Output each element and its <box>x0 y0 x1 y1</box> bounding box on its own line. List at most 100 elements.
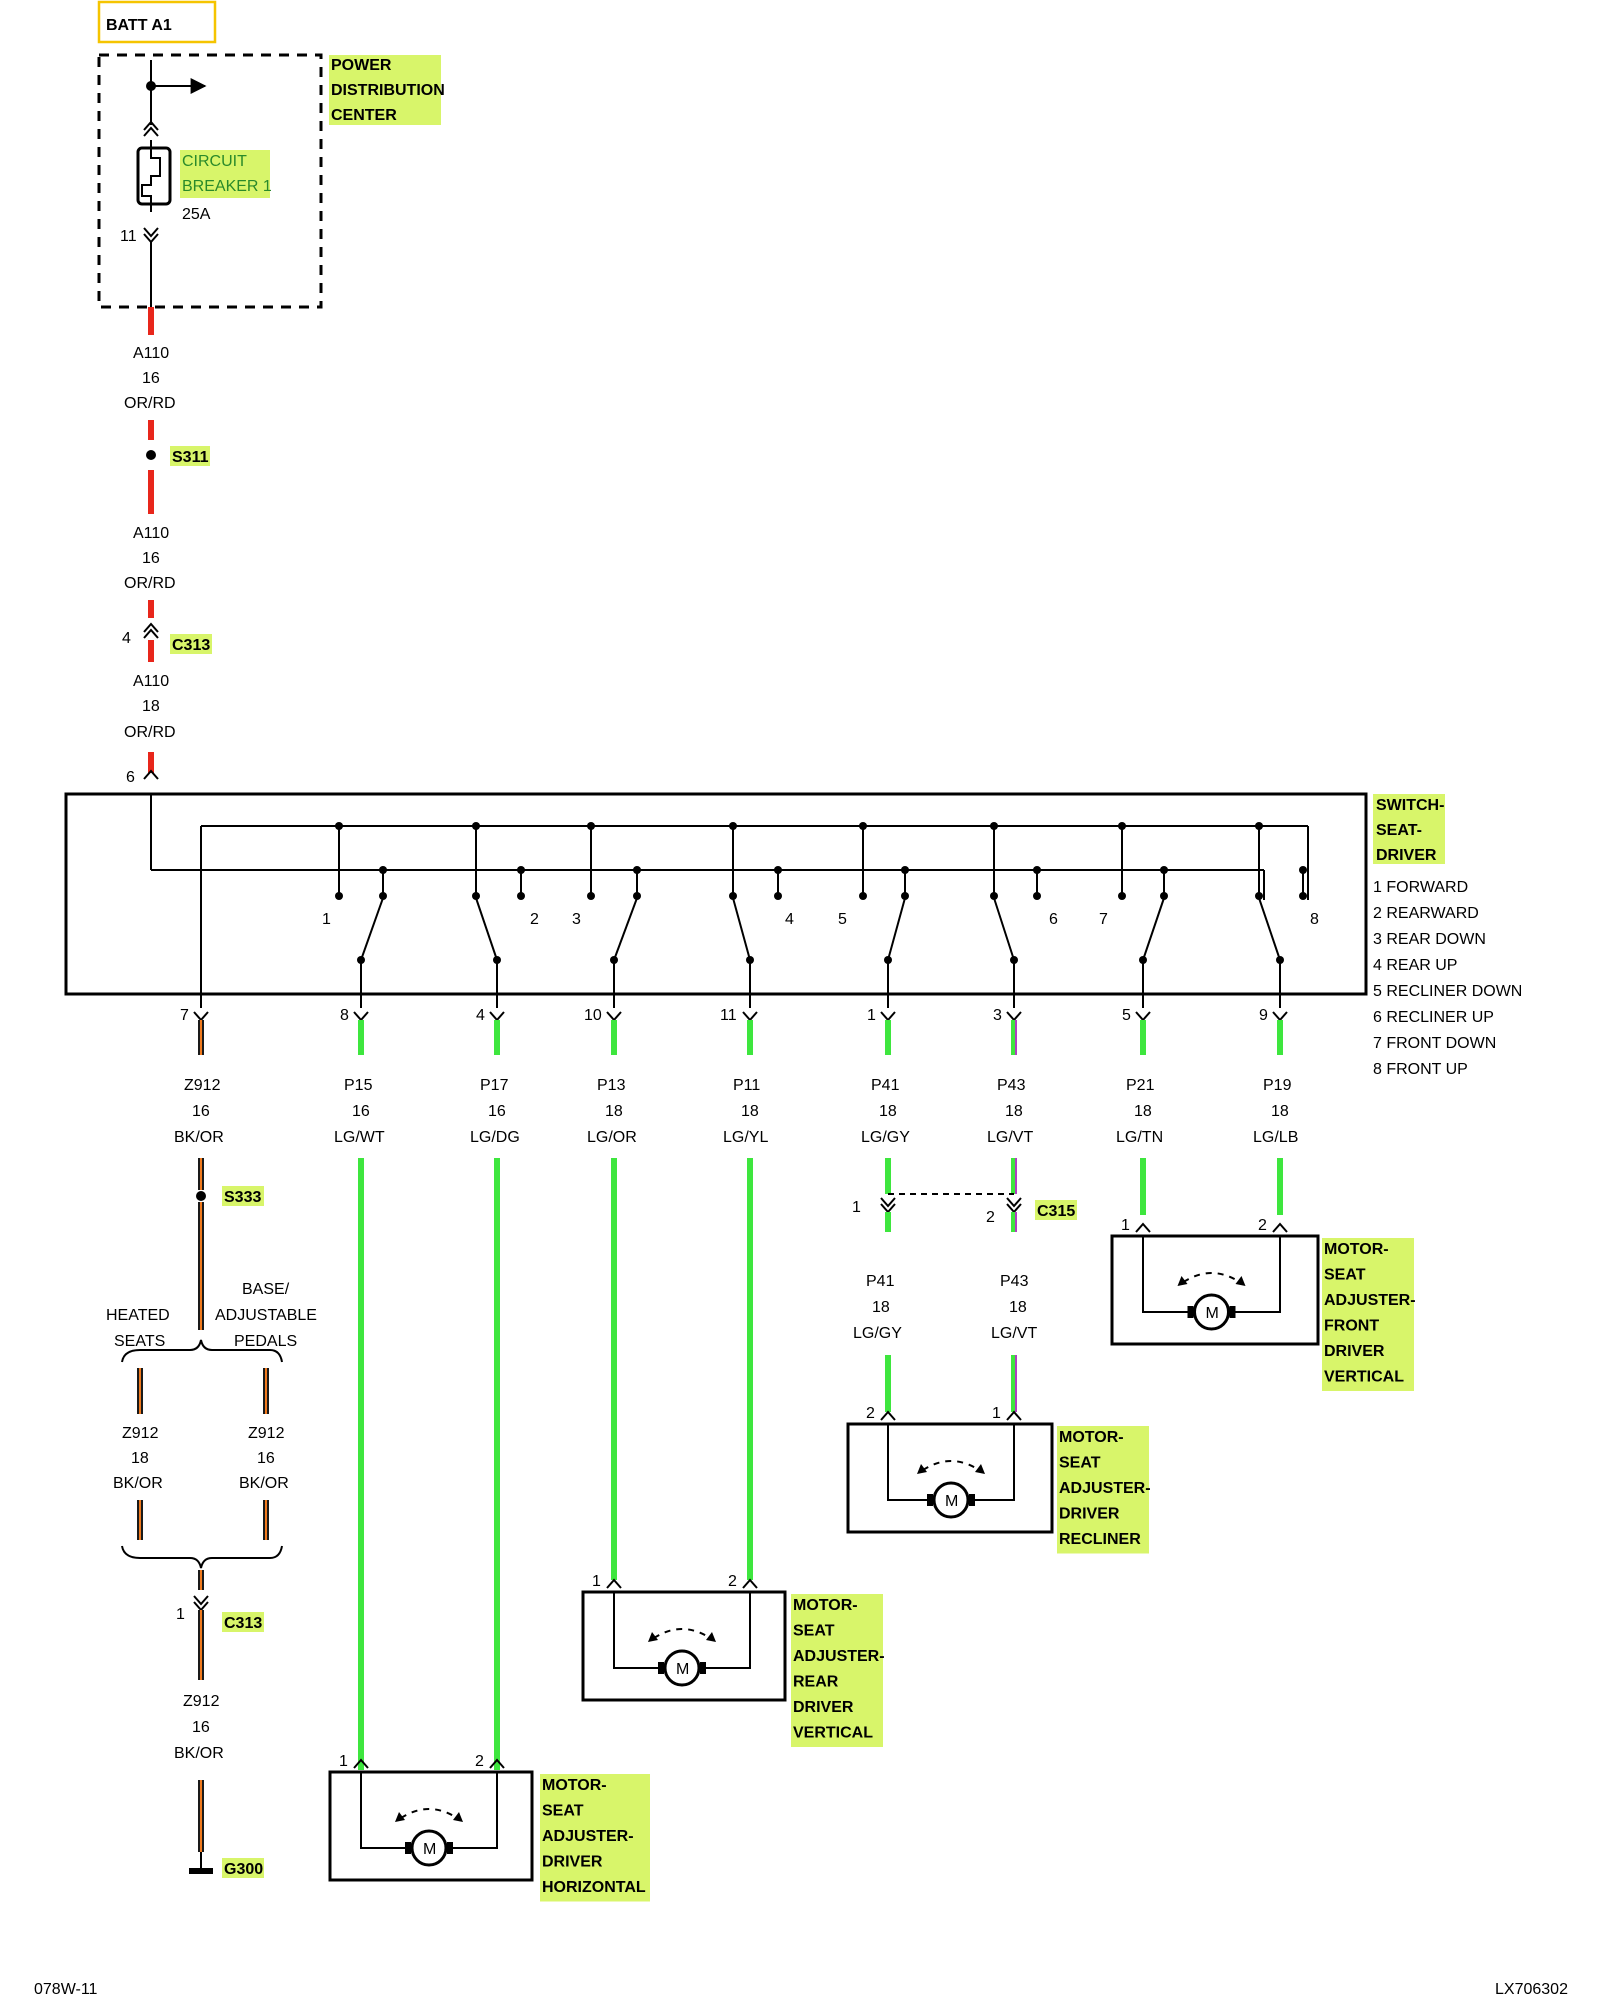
output-pin-5: 5 <box>1122 1007 1131 1024</box>
output-gauge-p15: 16 <box>352 1103 370 1120</box>
splice-s311: S311 <box>172 449 209 466</box>
motor-symbol: M <box>1206 1305 1219 1322</box>
output-pin-3: 3 <box>993 1007 1002 1024</box>
legend-item-8: 8 FRONT UP <box>1373 1061 1468 1078</box>
motor-label-line: DRIVER <box>542 1854 603 1871</box>
motor-label-line: SEAT <box>1059 1455 1101 1472</box>
output-pin-7: 7 <box>180 1007 189 1024</box>
output-id-p43: P43 <box>997 1077 1026 1094</box>
output-color-p15: LG/WT <box>334 1129 385 1146</box>
gl-id: Z912 <box>122 1425 159 1442</box>
motor-label-line: MOTOR- <box>1059 1429 1124 1446</box>
output-gauge-p41: 18 <box>879 1103 897 1120</box>
contact-number-4: 4 <box>785 911 794 928</box>
switch-title: SWITCH- SEAT- DRIVER <box>1373 794 1445 864</box>
output-id-p13: P13 <box>597 1077 626 1094</box>
output-pin-10: 10 <box>584 1007 602 1024</box>
motor-symbol: M <box>423 1841 436 1858</box>
motor-label-line: SEAT <box>1324 1267 1366 1284</box>
legend-item-4: 4 REAR UP <box>1373 957 1457 974</box>
c313-ground-pin: 1 <box>176 1606 185 1623</box>
legend-item-2: 2 REARWARD <box>1373 905 1479 922</box>
motor-label-line: DRIVER <box>1059 1506 1120 1523</box>
contact-number-7: 7 <box>1099 911 1108 928</box>
contact-number-8: 8 <box>1310 911 1319 928</box>
legend-item-7: 7 FRONT DOWN <box>1373 1035 1496 1052</box>
output-color-p13: LG/OR <box>587 1129 637 1146</box>
pdc-box <box>97 53 323 309</box>
output-color-p41: LG/GY <box>861 1129 910 1146</box>
circuit-breaker-symbol <box>136 140 172 212</box>
c315-pin-right: 2 <box>986 1209 995 1226</box>
feed-w3-gauge: 18 <box>142 698 160 715</box>
c315-label: C315 <box>1037 1203 1075 1220</box>
legend-item-5: 5 RECLINER DOWN <box>1373 983 1522 1000</box>
batt-label: BATT A1 <box>106 17 172 34</box>
switch-title-1: SWITCH- <box>1376 797 1444 814</box>
motor-label-line: VERTICAL <box>793 1725 873 1742</box>
branch-left-1: HEATED <box>106 1307 170 1324</box>
motor-label-line: ADJUSTER- <box>1324 1292 1416 1309</box>
output-gauge-p43: 18 <box>1005 1103 1023 1120</box>
contact-number-1: 1 <box>322 911 331 928</box>
c315-wl-id: P41 <box>866 1273 895 1290</box>
output-id-p21: P21 <box>1126 1077 1155 1094</box>
output-id-p17: P17 <box>480 1077 509 1094</box>
motor-label-line: DRIVER <box>1324 1343 1385 1360</box>
footer-right: LX706302 <box>1495 1981 1568 1998</box>
output-id-p19: P19 <box>1263 1077 1292 1094</box>
splice-s333-dot <box>196 1191 206 1201</box>
motor-label-line: SEAT <box>793 1623 835 1640</box>
output-gauge-p17: 16 <box>488 1103 506 1120</box>
c315-wire-p41 <box>880 1197 896 1412</box>
output-pin-1: 1 <box>867 1007 876 1024</box>
switch-blade-1: 1 <box>322 822 387 995</box>
output-id-p15: P15 <box>344 1077 373 1094</box>
ga-gauge: 16 <box>192 1719 210 1736</box>
motor-label-line: MOTOR- <box>1324 1241 1389 1258</box>
feed-w1-color: OR/RD <box>124 395 176 412</box>
gr-id: Z912 <box>248 1425 285 1442</box>
output-pin-9: 9 <box>1259 1007 1268 1024</box>
motor-label-line: VERTICAL <box>1324 1369 1404 1386</box>
motor-label-line: ADJUSTER- <box>542 1828 634 1845</box>
output-pin-4: 4 <box>476 1007 485 1024</box>
output-id-p41: P41 <box>871 1077 900 1094</box>
legend-item-6: 6 RECLINER UP <box>1373 1009 1494 1026</box>
motor-label-line: MOTOR- <box>542 1777 607 1794</box>
contact-number-6: 6 <box>1049 911 1058 928</box>
switch-blade-3: 3 <box>572 822 641 995</box>
switch-legend: 1 FORWARD 2 REARWARD 3 REAR DOWN 4 REAR … <box>1373 879 1522 1078</box>
gl-color: BK/OR <box>113 1475 163 1492</box>
switch-box <box>64 792 1368 996</box>
output-color-p11: LG/YL <box>723 1129 768 1146</box>
motor-pin-left: 2 <box>866 1405 875 1422</box>
branch-right-2: ADJUSTABLE <box>215 1307 317 1324</box>
output-color-p17: LG/DG <box>470 1129 520 1146</box>
splice-s311-dot <box>146 450 156 460</box>
c313-feed-label: C313 <box>172 637 210 654</box>
output-gauge-p19: 18 <box>1271 1103 1289 1120</box>
motor-pin-right: 2 <box>1258 1217 1267 1234</box>
c313-ground-label: C313 <box>224 1615 262 1632</box>
motor-label-line: ADJUSTER- <box>793 1648 885 1665</box>
ga-id: Z912 <box>183 1693 220 1710</box>
switch-pin-6: 6 <box>126 769 135 786</box>
gr-color: BK/OR <box>239 1475 289 1492</box>
switch-blade-5: 5 <box>838 822 909 995</box>
cb-line-1: CIRCUIT <box>182 153 247 170</box>
switch-blade-7: 7 <box>1099 822 1168 995</box>
splice-s333: S333 <box>224 1189 261 1206</box>
motor-pin-right: 1 <box>992 1405 1001 1422</box>
gr-gauge: 16 <box>257 1450 275 1467</box>
